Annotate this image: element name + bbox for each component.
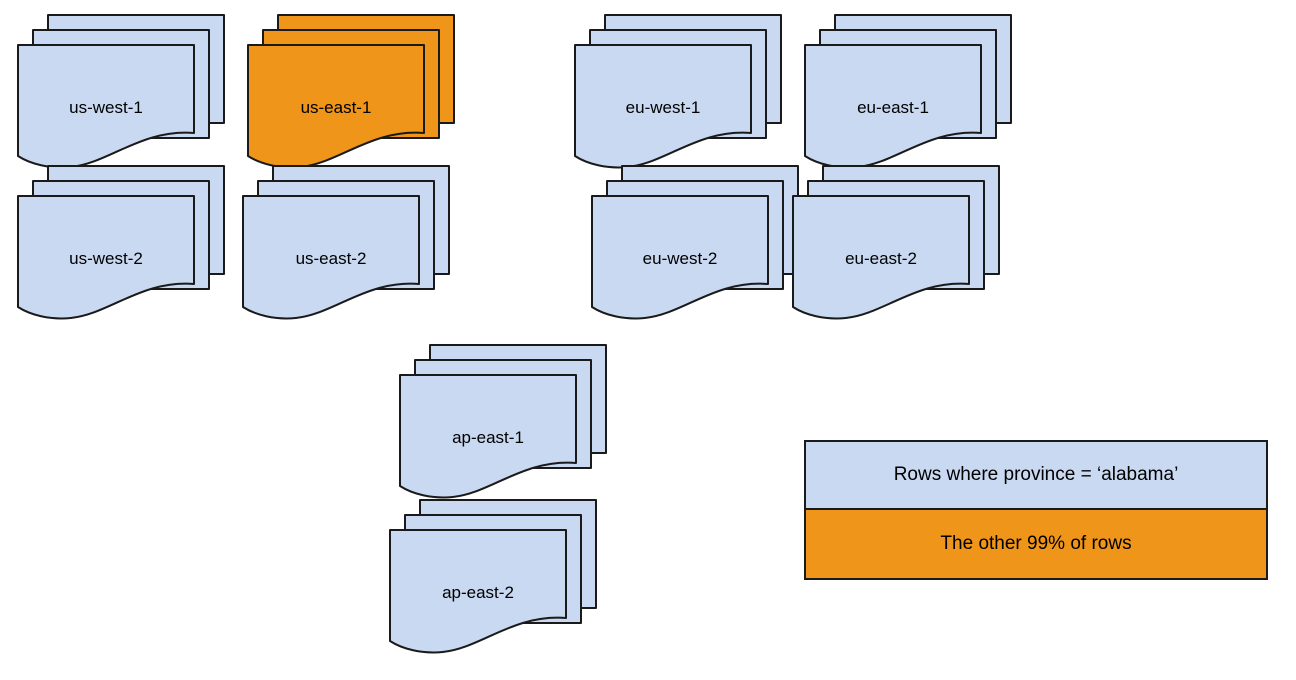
document-stack-shape-us-east-2 — [242, 165, 450, 320]
document-stack-shape-ap-east-2 — [389, 499, 597, 654]
document-sheet — [591, 195, 769, 320]
document-sheet — [17, 44, 195, 169]
document-sheet — [792, 195, 970, 320]
document-stack-shape-eu-east-2 — [792, 165, 1000, 320]
document-stack-shape-ap-east-1 — [399, 344, 607, 499]
document-stack-shape-us-west-1 — [17, 14, 225, 169]
legend-blue-label: Rows where province = ‘alabama’ — [893, 464, 1179, 485]
document-sheet — [242, 195, 420, 320]
legend-orange: The other 99% of rows — [806, 510, 1266, 578]
document-sheet — [247, 44, 425, 169]
legend: Rows where province = ‘alabama’ The other… — [804, 440, 1268, 580]
document-sheet — [17, 195, 195, 320]
document-stack-shape-us-east-1 — [247, 14, 455, 169]
legend-blue: Rows where province = ‘alabama’ — [806, 442, 1266, 510]
document-stack-shape-eu-west-2 — [591, 165, 799, 320]
document-stack-shape-eu-west-1 — [574, 14, 782, 169]
legend-orange-label: The other 99% of rows — [940, 533, 1132, 554]
document-sheet — [574, 44, 752, 169]
document-sheet — [399, 374, 577, 499]
document-stack-shape-us-west-2 — [17, 165, 225, 320]
document-stack-shape-eu-east-1 — [804, 14, 1012, 169]
document-sheet — [804, 44, 982, 169]
document-sheet — [389, 529, 567, 654]
